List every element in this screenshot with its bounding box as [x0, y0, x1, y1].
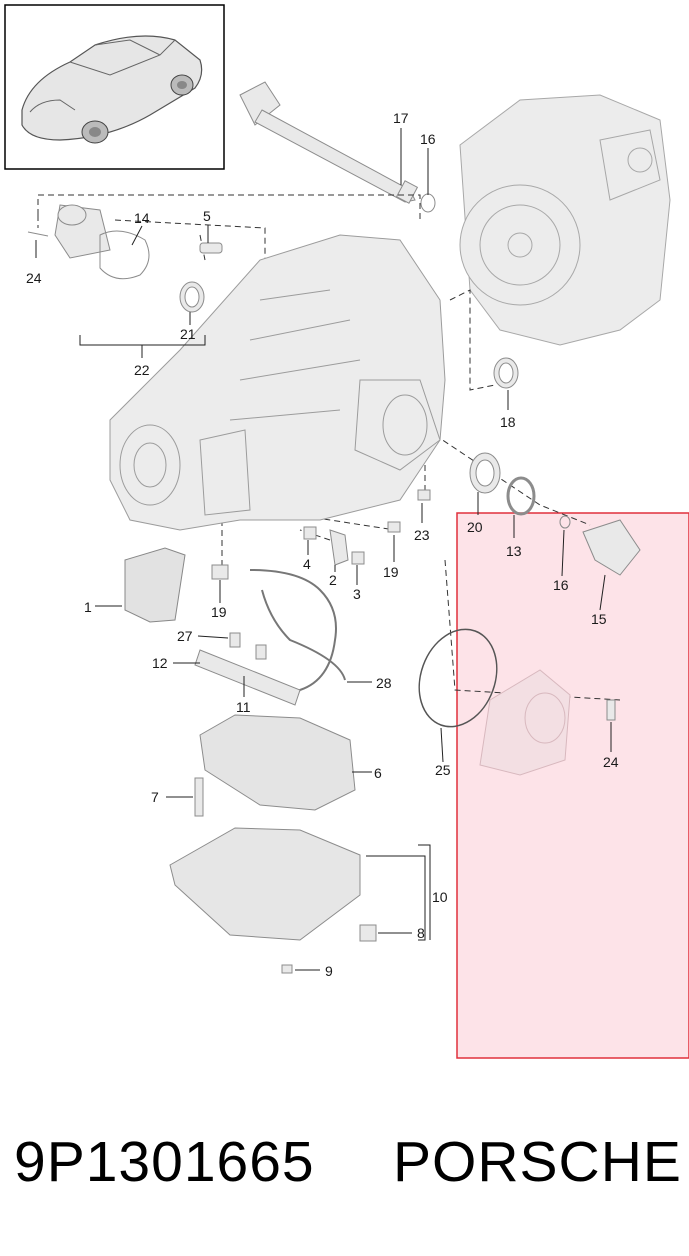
- callout-25: 25: [435, 762, 451, 778]
- brand-caption: PORSCHE: [393, 1130, 682, 1194]
- seal-ring-25: [418, 628, 498, 728]
- valve-body: [199, 714, 356, 811]
- transmission-housing: [109, 234, 446, 531]
- part-number-caption: 9P1301665: [14, 1130, 315, 1194]
- callout-21: 21: [180, 326, 196, 342]
- callout-27: 27: [177, 628, 193, 644]
- callout-16-top: 16: [420, 131, 436, 147]
- callout-19-right: 19: [383, 564, 399, 580]
- callout-4: 4: [303, 556, 311, 572]
- callout-24-right: 24: [603, 754, 619, 770]
- callout-3: 3: [353, 586, 361, 602]
- callout-6: 6: [374, 765, 382, 781]
- callout-10: 10: [432, 889, 448, 905]
- callout-19-left: 19: [211, 604, 227, 620]
- engine-block: [459, 94, 671, 346]
- callout-28: 28: [376, 675, 392, 691]
- callout-11: 11: [236, 699, 251, 715]
- solenoid-strip: [194, 632, 301, 706]
- car-thumbnail: [4, 4, 225, 170]
- wiring-harness: [249, 569, 346, 701]
- callout-13: 13: [506, 543, 522, 559]
- callout-17: 17: [393, 110, 409, 126]
- callout-8: 8: [417, 925, 425, 941]
- callout-2: 2: [329, 572, 337, 588]
- callout-1: 1: [84, 599, 92, 615]
- callout-12: 12: [152, 655, 168, 671]
- callout-22: 22: [134, 362, 150, 378]
- callout-5: 5: [203, 208, 211, 224]
- callout-16-right: 16: [553, 577, 569, 593]
- callout-9: 9: [325, 963, 333, 979]
- callout-24-left: 24: [26, 270, 42, 286]
- callout-23: 23: [414, 527, 430, 543]
- part-1-shield: [124, 547, 186, 623]
- callout-20: 20: [467, 519, 483, 535]
- drive-shaft: [239, 81, 419, 204]
- callout-7: 7: [151, 789, 159, 805]
- small-parts: [179, 193, 641, 974]
- callout-labels: 1 2 3 4 5 6 7 8 9 10 11 12 13 14 15 16 1…: [26, 110, 619, 979]
- callout-14: 14: [134, 210, 150, 226]
- callout-18: 18: [500, 414, 516, 430]
- highlight-region: [456, 512, 689, 1059]
- part-14-assembly: [27, 204, 150, 280]
- oil-pan: [169, 827, 361, 941]
- final-drive-cover: [479, 669, 571, 776]
- leader-lines: [35, 128, 612, 971]
- callout-15: 15: [591, 611, 607, 627]
